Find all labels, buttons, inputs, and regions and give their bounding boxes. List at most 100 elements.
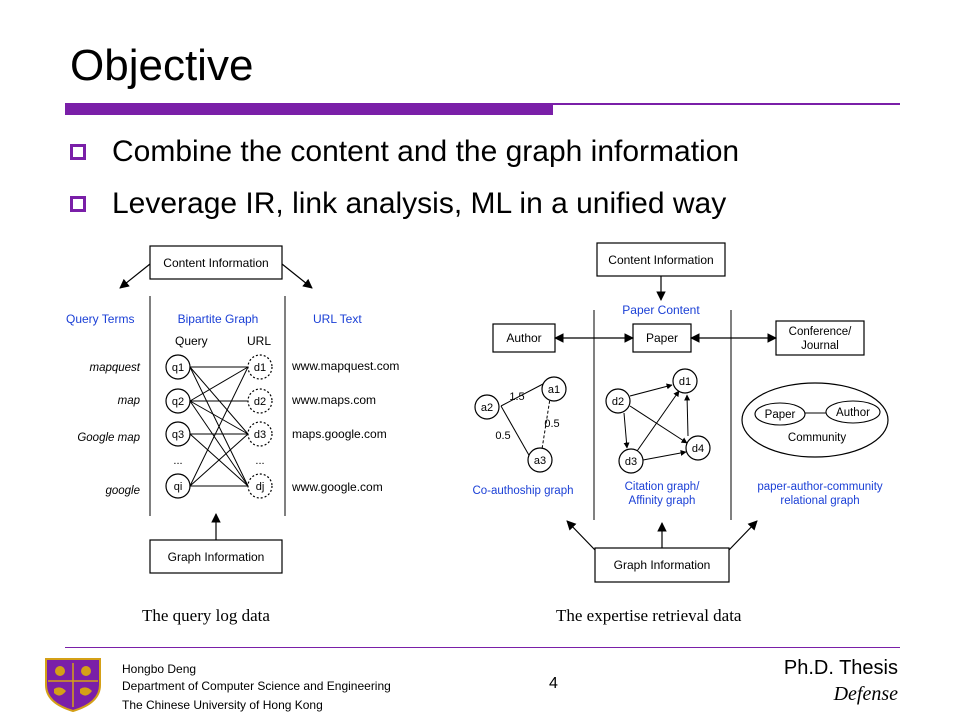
community-paper-label: Paper (765, 409, 796, 421)
coauthorship-graph: a1 a2 a3 1.5 0.5 0.5 (474, 376, 567, 473)
query-term: Google map (77, 432, 140, 444)
content-information-label: Content Information (163, 256, 268, 270)
page-number: 4 (549, 675, 558, 692)
relational-graph-label: paper-author-community (757, 481, 883, 493)
graph-information-label: Graph Information (614, 558, 711, 572)
title-underline-thick (65, 103, 553, 115)
edge-weight: 0.5 (495, 430, 510, 442)
header-url-text: URL Text (313, 312, 362, 326)
title-underline-thin (553, 103, 900, 105)
paper-node (618, 448, 644, 474)
query-node-label: q3 (172, 429, 184, 441)
column-query-label: Query (175, 334, 208, 348)
url-text: www.mapquest.com (291, 359, 399, 373)
bullet-item: Combine the content and the graph inform… (70, 126, 739, 178)
paper-content-label: Paper Content (622, 303, 700, 317)
author-box-label: Author (506, 331, 541, 345)
paper-node-label: d2 (612, 396, 624, 408)
paper-node-label: d3 (625, 456, 637, 468)
content-information-box (596, 242, 726, 277)
paper-node (672, 368, 698, 394)
url-node-label: d2 (254, 396, 266, 408)
ellipsis: ... (255, 455, 264, 467)
bullet-item: Leverage IR, link analysis, ML in a unif… (70, 178, 739, 230)
footer-university: The Chinese University of Hong Kong (122, 698, 323, 712)
paper-node (605, 388, 631, 414)
community-graph: Paper Author Community (741, 382, 889, 458)
affinity-graph-label: Affinity graph (629, 495, 696, 507)
author-node (527, 447, 553, 473)
url-node-label: d3 (254, 429, 266, 441)
url-node (247, 473, 273, 499)
url-text: www.maps.com (291, 393, 376, 407)
header-bipartite-graph: Bipartite Graph (178, 312, 259, 326)
paper-box-label: Paper (646, 331, 678, 345)
slide-title: Objective (70, 41, 254, 90)
community-author-ellipse (825, 400, 881, 424)
query-term: mapquest (89, 362, 140, 374)
query-node-label: q1 (172, 362, 184, 374)
query-node (165, 421, 191, 447)
graph-information-box (594, 547, 730, 583)
column-url-label: URL (247, 334, 271, 348)
url-node (247, 421, 273, 447)
query-node (165, 354, 191, 380)
thesis-title: Ph.D. Thesis (783, 657, 898, 679)
query-term: map (118, 395, 141, 407)
query-node (165, 388, 191, 414)
square-bullet-icon (70, 144, 86, 160)
author-node (474, 394, 500, 420)
url-node (247, 388, 273, 414)
edge-weight: 1.5 (509, 391, 524, 403)
community-paper-ellipse (754, 402, 806, 426)
query-node-label: q2 (172, 396, 184, 408)
expertise-retrieval-diagram: Content Information Paper Content Author… (472, 242, 889, 583)
graph-information-label: Graph Information (168, 550, 265, 564)
thesis-subtitle: Defense (833, 683, 898, 705)
query-node-label: qi (174, 481, 183, 493)
diagram-svg: Content Information Query Terms Bipartit… (66, 242, 889, 583)
bullet-text: Combine the content and the graph inform… (112, 135, 740, 168)
author-node-label: a2 (481, 402, 493, 414)
paper-node-label: d4 (692, 443, 704, 455)
query-log-diagram: Content Information Query Terms Bipartit… (66, 245, 399, 574)
author-node-label: a1 (548, 384, 560, 396)
paper-box (632, 323, 692, 353)
author-node (541, 376, 567, 402)
conference-journal-box (775, 320, 865, 356)
journal-label: Journal (801, 340, 839, 352)
url-text: maps.google.com (292, 427, 387, 441)
query-node (165, 473, 191, 499)
community-author-label: Author (836, 407, 870, 419)
bullet-text: Leverage IR, link analysis, ML in a unif… (112, 187, 727, 220)
header-query-terms: Query Terms (66, 312, 134, 326)
url-node-label: d1 (254, 362, 266, 374)
graph-information-box (149, 539, 283, 574)
content-information-box (149, 245, 283, 280)
citation-graph: d1 d2 d3 d4 (605, 368, 711, 474)
conference-label: Conference/ (789, 326, 852, 338)
content-information-label: Content Information (608, 253, 713, 267)
right-figure-caption: The expertise retrieval data (556, 606, 742, 625)
footer-author-name: Hongbo Deng (122, 662, 197, 676)
url-text: www.google.com (291, 480, 383, 494)
community-label: Community (788, 432, 846, 444)
framework-diagram: Content Information Query Terms Bipartit… (60, 238, 900, 598)
relational-graph-label-2: relational graph (780, 495, 859, 507)
left-figure-caption: The query log data (142, 606, 270, 625)
bipartite-edges (189, 366, 249, 487)
ellipsis: ... (173, 455, 182, 467)
university-crest-icon (38, 655, 108, 718)
url-node (247, 354, 273, 380)
square-bullet-icon (70, 196, 86, 212)
url-node-label: dj (256, 481, 265, 493)
footer-divider (65, 647, 900, 648)
paper-node (685, 435, 711, 461)
coauthorship-graph-label: Co-authoship graph (472, 485, 573, 497)
paper-node-label: d1 (679, 376, 691, 388)
query-term: google (105, 485, 140, 497)
citation-graph-label: Citation graph/ (625, 481, 701, 493)
author-node-label: a3 (534, 455, 546, 467)
bullet-list: Combine the content and the graph inform… (70, 126, 739, 230)
